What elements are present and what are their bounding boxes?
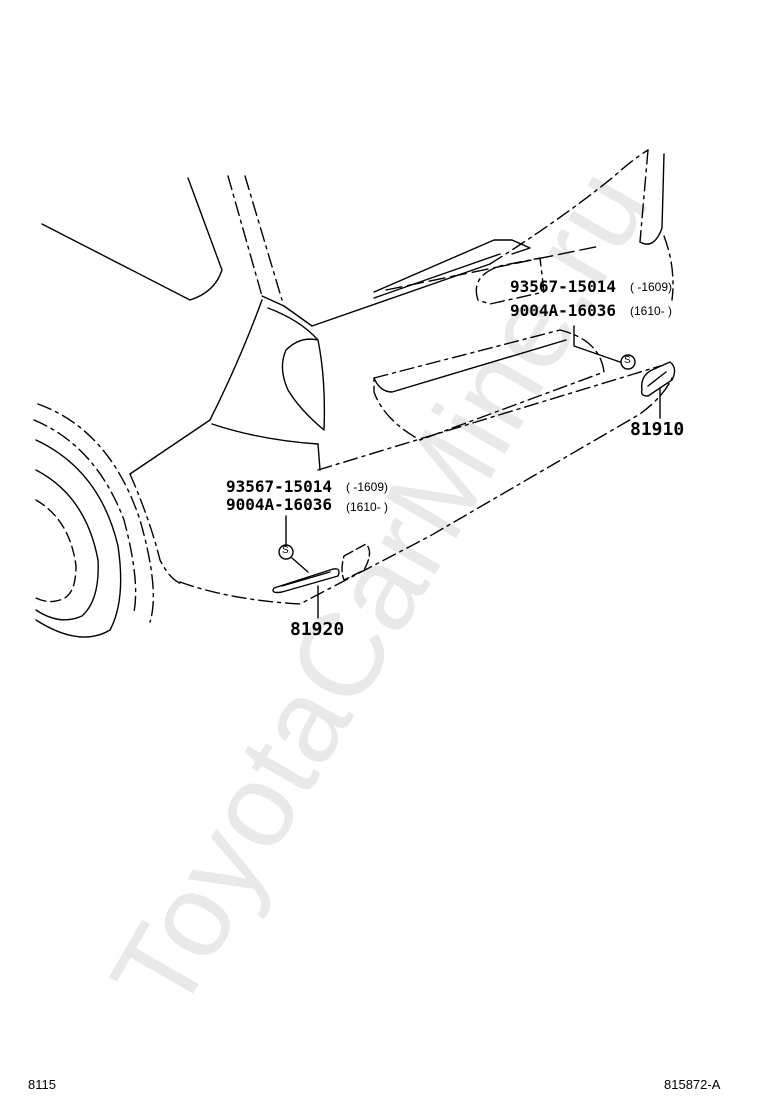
spoiler-bottom [373, 253, 501, 299]
hatch-right-lower [663, 235, 674, 301]
c-pillar-dashed-inner [244, 175, 283, 301]
tire-inner [35, 469, 99, 621]
ref-number-81910[interactable]: 81910 [630, 419, 685, 440]
tire-rim [35, 499, 77, 603]
quarter-panel-line [129, 299, 263, 475]
bumper-upper-dashed [317, 365, 661, 471]
date-range-upper-b: (1610- ) [630, 304, 673, 318]
date-range-lower-b: (1610- ) [346, 500, 389, 514]
body-belt-line [311, 263, 491, 327]
ref-number-81920[interactable]: 81920 [290, 619, 345, 640]
lamp-recess-left [341, 543, 371, 581]
reflector-81920 [272, 568, 340, 594]
c-pillar-dashed [227, 175, 263, 297]
rear-hatch-top-dashed [489, 149, 649, 265]
rear-window-edge [41, 177, 223, 301]
part-number-upper-a[interactable]: 93567-15014 [510, 277, 616, 296]
bumper-side [129, 473, 183, 585]
part-number-upper-b[interactable]: 9004A-16036 [510, 301, 616, 320]
plate-recess [373, 329, 605, 441]
fastener-circle-lower [278, 544, 294, 560]
date-range-upper-a: ( -1609) [630, 280, 673, 294]
page-code: 8115 [28, 1077, 56, 1092]
wheel-arch-inner [33, 419, 137, 613]
plate-recess-solid [373, 339, 567, 393]
wheel-arch-outer [37, 403, 155, 623]
pillar-base [261, 295, 313, 327]
reflector-81910-inner [647, 371, 667, 387]
leader-upper [573, 325, 621, 363]
leader-lower-s [291, 557, 309, 573]
part-number-lower-a[interactable]: 93567-15014 [226, 477, 332, 496]
part-number-lower-b[interactable]: 9004A-16036 [226, 495, 332, 514]
tail-lamp [267, 307, 326, 431]
bumper-lower-dashed [179, 377, 673, 605]
spoiler-stripe [385, 245, 601, 291]
reflector-81920-inner [281, 571, 331, 587]
fastener-circle-upper [620, 354, 636, 370]
rear-lamp [475, 257, 545, 305]
diagram-code: 815872-A [664, 1077, 721, 1092]
fastener-symbol-upper: S [624, 355, 631, 366]
reflector-81910 [640, 361, 676, 397]
fastener-symbol-lower: S [282, 545, 289, 556]
tire-outer [35, 439, 122, 638]
date-range-lower-a: ( -1609) [346, 480, 389, 494]
hatch-right-edge [639, 153, 665, 245]
quarter-vertical [317, 443, 321, 471]
spoiler-top [373, 239, 531, 293]
quarter-lower [211, 423, 319, 445]
hatch-right-dashed [639, 149, 649, 243]
